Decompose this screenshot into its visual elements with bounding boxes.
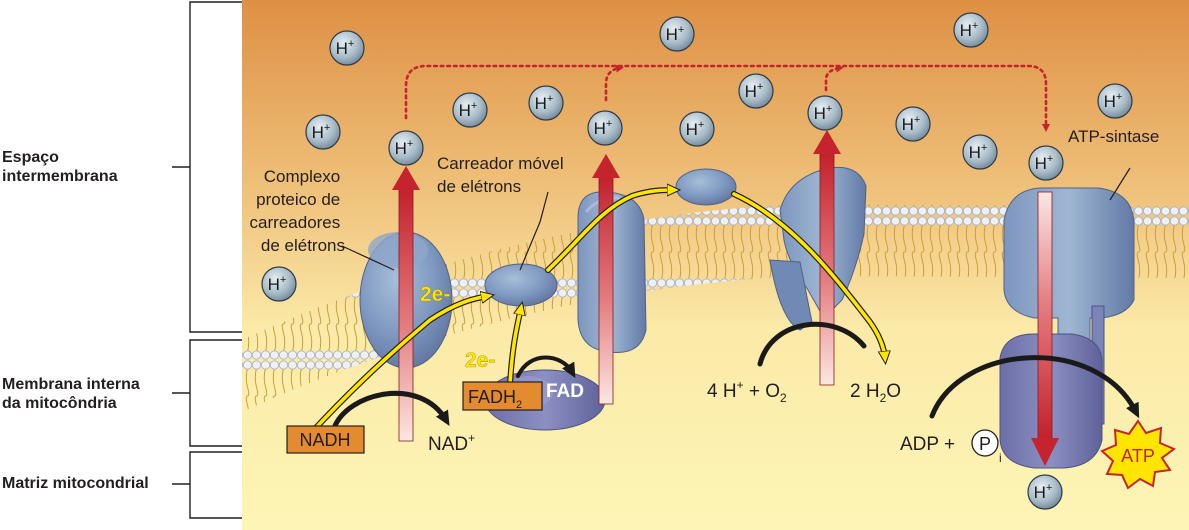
mobile-carrier-label: Carreador móvel de elétrons: [437, 154, 568, 196]
proton-ion: H+: [807, 95, 843, 131]
two-electrons-label-top: 2e-: [420, 283, 450, 306]
reaction-arrows: [331, 321, 1140, 431]
nad-plus-text: NAD+: [428, 431, 475, 455]
proton-ion: H+: [1097, 83, 1133, 119]
proton-label: H+: [395, 138, 414, 158]
proton-ion: H+: [953, 12, 989, 48]
proton-label: H+: [336, 38, 355, 58]
proton-label: H+: [459, 100, 478, 120]
proton-ion: H+: [528, 85, 564, 121]
proton-ion: H+: [895, 106, 931, 142]
proton-label: H+: [902, 114, 921, 134]
fadh2-box: [462, 381, 543, 411]
phosphate-subscript: i: [999, 451, 1002, 465]
region-label-inner-membrane-line1: Membrana interna: [2, 376, 140, 393]
proton-label: H+: [594, 118, 613, 138]
mobile-carrier-cytochrome-c: [675, 168, 737, 206]
proton-label: H+: [969, 142, 988, 162]
proton-ion: H+: [261, 266, 297, 302]
proton-label: H+: [1035, 153, 1054, 173]
proton-label: H+: [960, 20, 979, 40]
proton-ion: H+: [452, 92, 488, 128]
proton-label: H+: [1034, 482, 1053, 502]
proton-label: H+: [745, 81, 764, 101]
proton-label: H+: [1104, 91, 1123, 111]
region-label-inner-membrane: Membrana interna da mitocôndria: [2, 375, 140, 413]
proton-ion: H+: [305, 114, 341, 150]
atp-text: ATP: [1121, 446, 1155, 466]
proton-ion: H+: [587, 110, 623, 146]
proton-label: H+: [312, 122, 331, 142]
proton-ion: H+: [1027, 474, 1063, 510]
two-electrons-label-bottom: 2e-: [465, 349, 495, 372]
inner-membrane: [242, 204, 1189, 412]
region-label-intermembrane-line1: Espaço: [2, 149, 59, 166]
proton-ion: H+: [329, 30, 365, 66]
proton-ion: H+: [1028, 145, 1064, 181]
atp-burst: [1100, 419, 1176, 490]
proton-label: H+: [814, 103, 833, 123]
adp-text: ADP +: [900, 434, 955, 455]
proton-label: H+: [666, 24, 685, 44]
electron-path: [309, 190, 885, 435]
proton-arrow-complex-one: [392, 166, 420, 442]
complex-label: Complexo proteico de carreadores de elét…: [250, 167, 345, 255]
water-text: 2 H2O: [850, 381, 901, 405]
proton-ion: H+: [659, 16, 695, 52]
proton-label: H+: [686, 119, 705, 139]
region-label-intermembrane-line2: intermembrana: [2, 168, 118, 185]
region-label-intermembrane: Espaço intermembrana: [2, 148, 118, 186]
proton-ion: H+: [738, 73, 774, 109]
oxygen-reaction-text: 4 H+ + O2: [707, 378, 787, 405]
nadh-box: [286, 425, 365, 454]
region-brackets: [172, 1, 242, 519]
atp-synthase-label: ATP-sintase: [1068, 127, 1159, 146]
atp-synthase-complex: [999, 187, 1135, 469]
nadh-text: NADH: [299, 430, 350, 450]
proton-return-branch-three: [824, 64, 844, 92]
proton-return-branch-two: [604, 64, 624, 102]
proton-ion: H+: [388, 130, 424, 166]
proton-label: H+: [535, 93, 554, 113]
proton-ion: H+: [679, 111, 715, 147]
proton-label: H+: [268, 274, 287, 294]
proton-ion: H+: [962, 134, 998, 170]
fad-text: FAD: [546, 381, 584, 402]
fadh2-text: FADH2: [468, 387, 522, 411]
phosphate-circle: [971, 429, 999, 457]
region-label-inner-membrane-line2: da mitocôndria: [2, 395, 117, 412]
proton-return-dotted-path: [404, 64, 1050, 132]
phosphate-text: P: [979, 434, 991, 454]
proton-group: H+ H+ H+ H+ H+ H+ H+ H+ H+ H+ H+ H+ H+ H+ H+ H+ H+: [261, 12, 1133, 510]
proton-arrow-atp-synthase: [1031, 191, 1059, 466]
label-leader-lines: [341, 167, 1131, 271]
region-label-matrix: Matriz mitocondrial: [2, 475, 149, 492]
proton-arrow-complex-three: [592, 154, 620, 405]
